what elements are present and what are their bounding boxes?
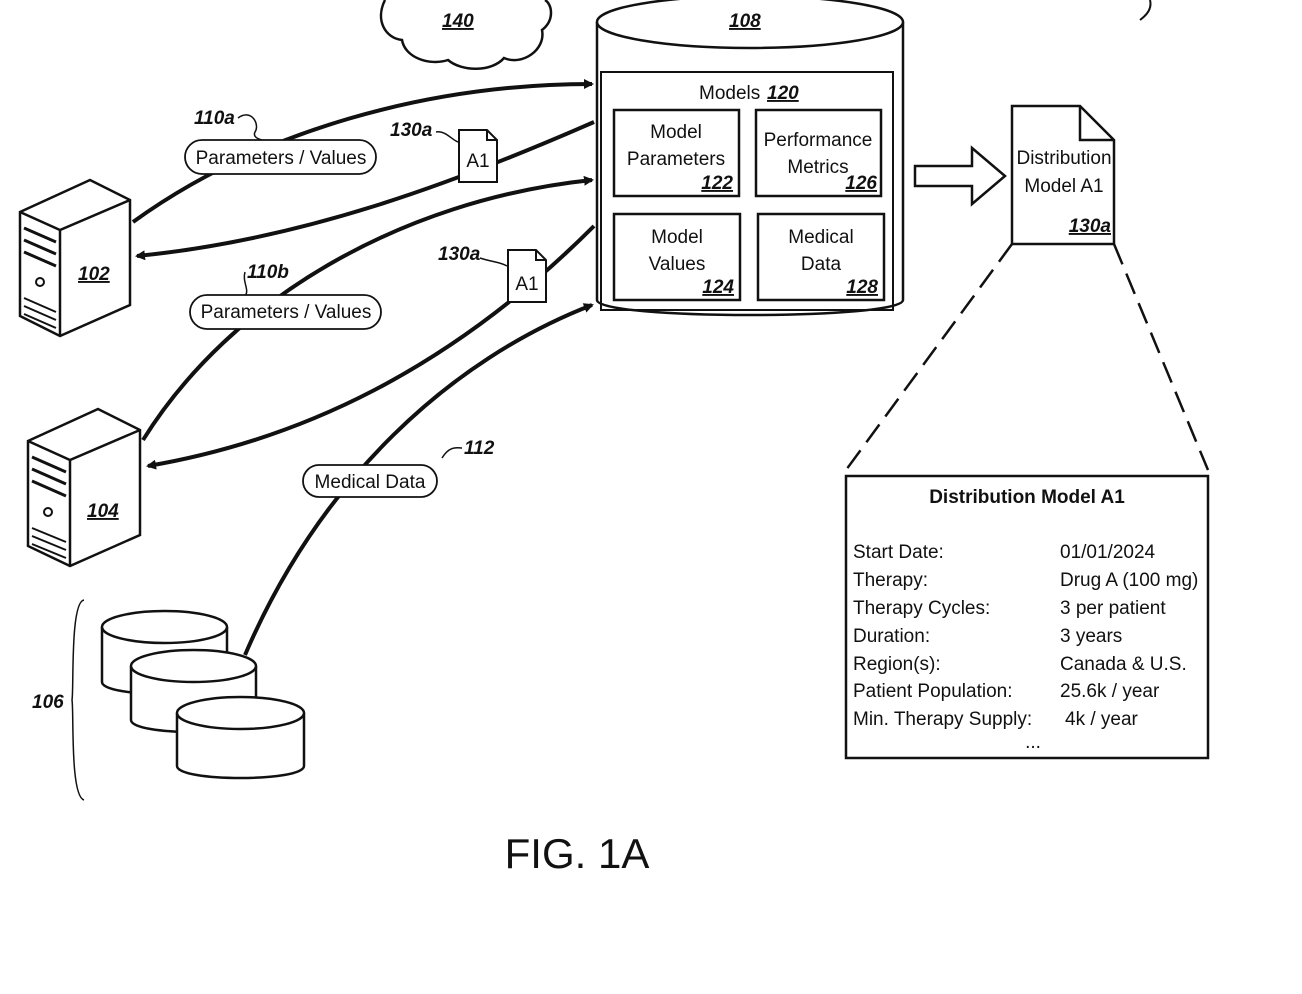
detail-key-6: Min. Therapy Supply: xyxy=(853,709,1032,730)
box-124-line2: Values xyxy=(649,254,706,275)
figure-label: FIG. 1A xyxy=(505,830,650,877)
detail-value-6: 4k / year xyxy=(1065,709,1139,730)
detail-key-5: Patient Population: xyxy=(853,681,1013,702)
box-126-line1: Performance xyxy=(764,130,873,151)
box-122-ref: 122 xyxy=(701,173,733,194)
box-122-line1: Model xyxy=(650,122,702,143)
doc-icon-lower-text: A1 xyxy=(515,274,538,295)
detail-value-0: 01/01/2024 xyxy=(1060,542,1156,563)
cloud-ref: 140 xyxy=(442,11,474,32)
detail-ellipsis: ... xyxy=(1025,732,1041,753)
doc-icon-a1-upper: 130a A1 xyxy=(390,120,497,182)
doc-icon-lower-ref: 130a xyxy=(438,244,481,265)
corner-lead-line xyxy=(1140,0,1151,20)
flow-a-label: Parameters / Values xyxy=(196,148,367,169)
datastores-ref: 106 xyxy=(32,692,64,713)
flow-medical-label: Medical Data xyxy=(315,472,426,493)
detail-key-2: Therapy Cycles: xyxy=(853,598,990,619)
datastores-106: 106 xyxy=(32,600,304,800)
detail-value-4: Canada & U.S. xyxy=(1060,654,1187,675)
detail-value-3: 3 years xyxy=(1060,626,1122,647)
box-128-line2: Data xyxy=(801,254,842,275)
box-128-ref: 128 xyxy=(846,277,878,298)
flow-b-ref: 110b xyxy=(247,262,289,283)
box-126-line2: Metrics xyxy=(787,157,848,178)
box-124-line1: Model xyxy=(651,227,703,248)
database-108: 108 Models 120 Model Parameters 122 Perf… xyxy=(597,0,903,315)
server-104-ref: 104 xyxy=(87,501,119,522)
flow-b-label: Parameters / Values xyxy=(201,302,372,323)
hollow-arrow xyxy=(915,148,1005,204)
models-ref: 120 xyxy=(767,83,799,104)
doc-icon-a1-lower: 130a A1 xyxy=(438,244,546,302)
detail-panel: Distribution Model A1 Start Date: 01/01/… xyxy=(846,476,1208,758)
cloud-140: 140 xyxy=(381,0,551,69)
server-102: 102 xyxy=(20,180,130,336)
distribution-doc-line2: Model A1 xyxy=(1024,176,1103,197)
flow-a-ref: 110a xyxy=(194,108,235,129)
server-104: 104 xyxy=(28,409,140,566)
server-102-ref: 102 xyxy=(78,264,110,285)
detail-key-0: Start Date: xyxy=(853,542,944,563)
box-122-line2: Parameters xyxy=(627,149,725,170)
detail-value-2: 3 per patient xyxy=(1060,598,1166,619)
detail-key-3: Duration: xyxy=(853,626,930,647)
distribution-doc-130a: Distribution Model A1 130a xyxy=(1012,106,1114,244)
detail-title: Distribution Model A1 xyxy=(929,487,1125,508)
models-label: Models xyxy=(699,83,760,104)
box-126-ref: 126 xyxy=(845,173,877,194)
detail-value-5: 25.6k / year xyxy=(1060,681,1160,702)
detail-key-1: Therapy: xyxy=(853,570,928,591)
detail-value-1: Drug A (100 mg) xyxy=(1060,570,1198,591)
distribution-doc-ref: 130a xyxy=(1069,216,1112,237)
box-128-line1: Medical xyxy=(788,227,853,248)
database-ref: 108 xyxy=(729,11,761,32)
doc-icon-upper-ref: 130a xyxy=(390,120,433,141)
detail-key-4: Region(s): xyxy=(853,654,941,675)
doc-icon-upper-text: A1 xyxy=(466,151,489,172)
flow-labels: 110a Parameters / Values 110b Parameters… xyxy=(185,108,495,497)
box-124-ref: 124 xyxy=(702,277,734,298)
distribution-doc-line1: Distribution xyxy=(1016,148,1111,169)
flow-medical-ref: 112 xyxy=(464,438,495,459)
